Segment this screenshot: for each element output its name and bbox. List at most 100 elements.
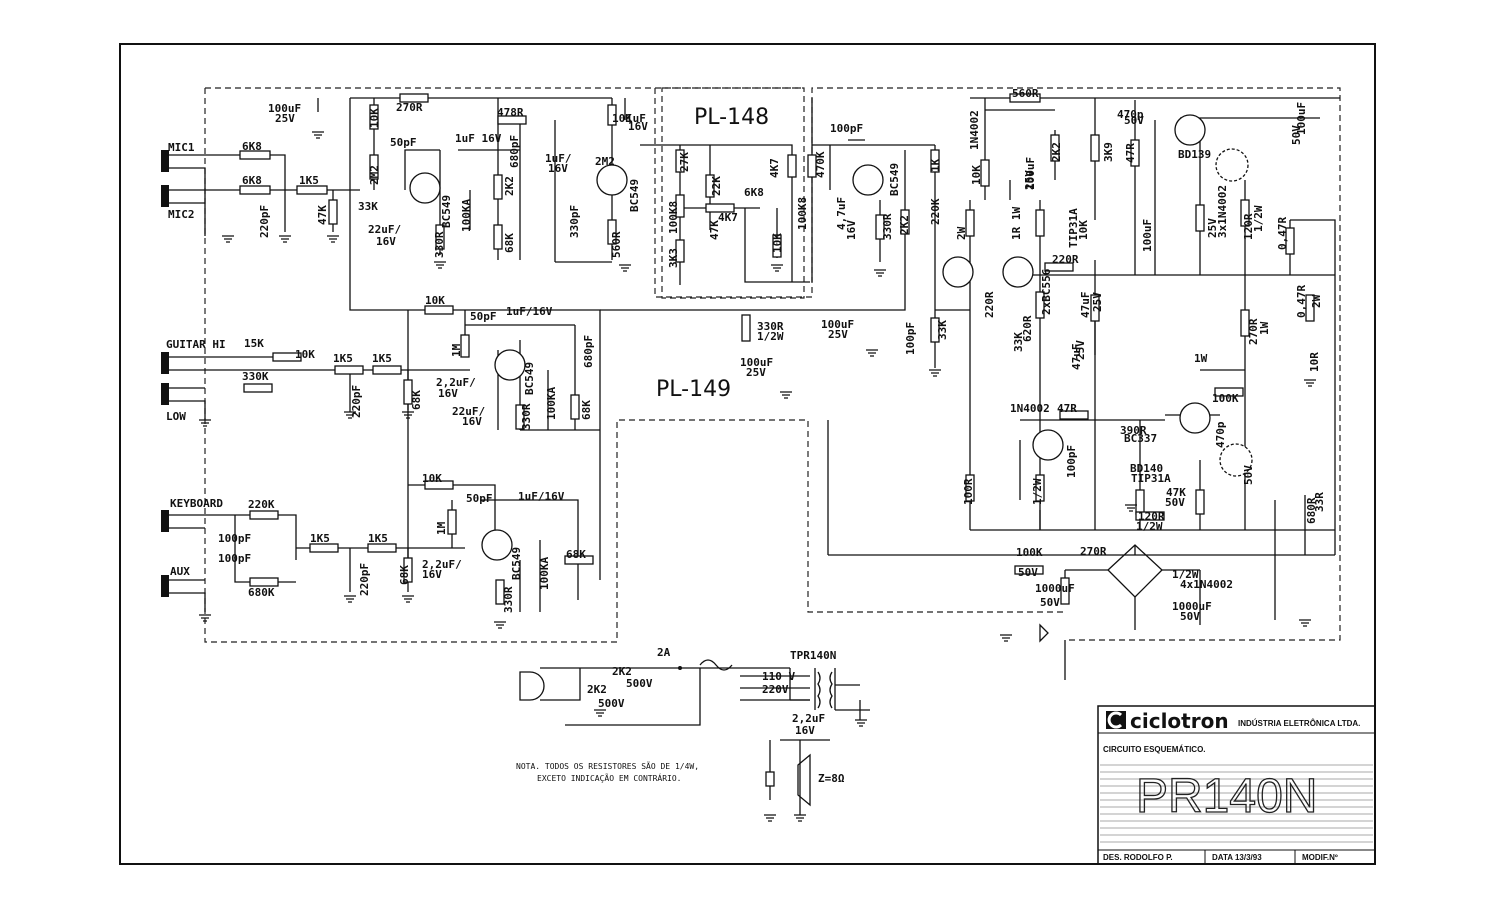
mains-cap2-voltage: 500V bbox=[598, 697, 625, 710]
component-label: 68K bbox=[566, 548, 586, 561]
component-label: 100pF bbox=[904, 322, 917, 355]
component-label: 2K2 bbox=[503, 176, 516, 196]
component-label: 330R bbox=[881, 213, 894, 240]
brand-name: ciclotron bbox=[1130, 709, 1229, 733]
component-label: 33K bbox=[936, 320, 949, 340]
component-label: 6K8 bbox=[242, 174, 262, 187]
component-label: 1W bbox=[1258, 321, 1271, 335]
component-label: 10K bbox=[771, 233, 784, 253]
output-cap-voltage: 16V bbox=[795, 724, 815, 737]
component-label: 478R bbox=[497, 106, 524, 119]
component-label: 4x1N4002 bbox=[1180, 578, 1233, 591]
component-label: 25V bbox=[1206, 218, 1219, 238]
component-label: 33K bbox=[1012, 332, 1025, 352]
component-label: 1N4002 bbox=[1010, 402, 1050, 415]
component-label: 100uF bbox=[740, 356, 773, 369]
note-line-1: NOTA. TODOS OS RESISTORES SÃO DE 1/4W, bbox=[516, 761, 699, 771]
input-label-mic2: MIC2 bbox=[168, 208, 195, 221]
input-label-aux: AUX bbox=[170, 565, 190, 578]
component-label: 1K5 bbox=[372, 352, 392, 365]
component-label: 100KA bbox=[460, 199, 473, 232]
component-label: 50V bbox=[1290, 125, 1303, 145]
component-label: 220K bbox=[929, 198, 942, 225]
component-label: 47K bbox=[316, 205, 329, 225]
power-symbols bbox=[519, 623, 1049, 807]
speaker-impedance: Z=8Ω bbox=[818, 772, 845, 785]
modif-label: MODIF.Nº bbox=[1302, 853, 1338, 862]
component-label: 22K bbox=[710, 176, 723, 196]
component-label: 68K bbox=[580, 400, 593, 420]
component-label: 220pF bbox=[258, 205, 271, 238]
hatch-lines bbox=[1100, 764, 1373, 843]
component-label: BC549 bbox=[523, 362, 536, 395]
component-label: 1W bbox=[1194, 352, 1208, 365]
component-label: 330R bbox=[433, 231, 446, 258]
component-label: 4K7 bbox=[768, 158, 781, 178]
component-label: 1000uF bbox=[1172, 600, 1212, 613]
component-label: 100uF bbox=[821, 318, 854, 331]
component-label: 620R bbox=[1021, 315, 1034, 342]
component-label: 100KA bbox=[545, 387, 558, 420]
component-label: 50pF bbox=[470, 310, 497, 323]
component-label: 330pF bbox=[568, 205, 581, 238]
component-label: 1/2W bbox=[1252, 205, 1265, 232]
component-label: 25V bbox=[1023, 170, 1036, 190]
title-block bbox=[1097, 705, 1376, 865]
component-label: 10K bbox=[612, 112, 632, 125]
component-label: 100K bbox=[1212, 392, 1239, 405]
component-label: 100uF bbox=[1024, 157, 1037, 190]
component-label: 100R bbox=[962, 478, 975, 505]
component-label: 2,2uF/ bbox=[422, 558, 462, 571]
component-label: 10R bbox=[1308, 352, 1321, 372]
component-label: 50pF bbox=[466, 492, 493, 505]
component-label: BC337 bbox=[1124, 432, 1157, 445]
component-label: 25V bbox=[828, 328, 848, 341]
component-label: 16V bbox=[628, 120, 648, 133]
component-label: 33R bbox=[1313, 492, 1326, 512]
component-label: 47K bbox=[708, 220, 721, 240]
component-label: 330R bbox=[757, 320, 784, 333]
component-label: 3K3 bbox=[667, 248, 680, 268]
component-label: 330K bbox=[242, 370, 269, 383]
component-label: 10K bbox=[970, 165, 983, 185]
component-label: 1uF/16V bbox=[518, 490, 565, 503]
component-label: 100pF bbox=[830, 122, 863, 135]
component-label: 1N4002 bbox=[968, 110, 981, 150]
board-label-pl148: PL-148 bbox=[694, 105, 769, 130]
component-label: 16V bbox=[422, 568, 442, 581]
component-label: 1K5 bbox=[333, 352, 353, 365]
component-label: BC549 bbox=[888, 163, 901, 196]
component-label: 4,7uF bbox=[835, 197, 848, 230]
component-label: 1R 1W bbox=[1010, 207, 1023, 240]
component-label: 22uF/ bbox=[452, 405, 485, 418]
component-label: 25V bbox=[1074, 340, 1087, 360]
component-label: 2M2 bbox=[595, 155, 615, 168]
component-label: 680pF bbox=[508, 135, 521, 168]
component-label: 0,47R bbox=[1295, 285, 1308, 318]
component-label: BD139 bbox=[1178, 148, 1211, 161]
company-name: INDÚSTRIA ELETRÔNICA LTDA. bbox=[1238, 719, 1360, 728]
component-label: 27K bbox=[678, 152, 691, 172]
component-label: 16V bbox=[438, 387, 458, 400]
component-label: 15K bbox=[244, 337, 264, 350]
input-label-low: LOW bbox=[166, 410, 186, 423]
component-label: 1uF/ bbox=[545, 152, 572, 165]
component-label: 22uF/ bbox=[368, 223, 401, 236]
input-jacks bbox=[161, 150, 206, 612]
input-label-guitar-hi: GUITAR HI bbox=[166, 338, 226, 351]
component-label: 680R bbox=[1305, 497, 1318, 524]
mains-cap1-label: 2K2 bbox=[612, 665, 632, 678]
component-label: 100uF bbox=[1295, 102, 1308, 135]
component-label: 47R bbox=[1057, 402, 1077, 415]
component-label: 100K bbox=[1016, 546, 1043, 559]
component-label: 16V bbox=[376, 235, 396, 248]
component-label: 47uF bbox=[1070, 344, 1083, 371]
component-label: 220R bbox=[983, 291, 996, 318]
component-label: 390R bbox=[1120, 424, 1147, 437]
component-label: 330R bbox=[502, 586, 515, 613]
component-label: 1/2W bbox=[1172, 568, 1199, 581]
component-label: 680K bbox=[248, 586, 275, 599]
output-cap-label: 2,2uF bbox=[792, 712, 825, 725]
component-label: 2K2 bbox=[898, 215, 911, 235]
transformer-label: TPR140N bbox=[790, 649, 836, 662]
